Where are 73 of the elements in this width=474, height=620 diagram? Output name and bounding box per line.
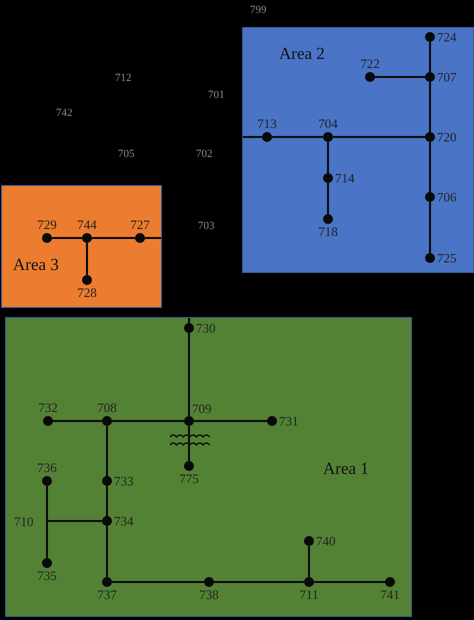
bus-number: 707 bbox=[437, 70, 456, 84]
line bbox=[46, 486, 48, 521]
bus-number: 704 bbox=[318, 117, 338, 130]
area-label: Area 3 bbox=[13, 256, 59, 273]
line bbox=[47, 520, 102, 522]
line bbox=[375, 76, 425, 78]
line bbox=[53, 420, 102, 422]
bus-number: 732 bbox=[38, 401, 58, 414]
line bbox=[145, 237, 161, 239]
bus-number: 741 bbox=[380, 588, 400, 601]
line bbox=[86, 243, 88, 275]
bus-number: 718 bbox=[318, 225, 338, 238]
bus-number: 733 bbox=[114, 474, 134, 488]
bus-number: 735 bbox=[37, 569, 57, 582]
area-label: Area 1 bbox=[323, 460, 369, 477]
line bbox=[333, 136, 425, 138]
bus-number: 737 bbox=[97, 588, 117, 601]
area-panel bbox=[1, 185, 162, 308]
bus-number: 713 bbox=[257, 117, 277, 130]
bus-number: 708 bbox=[97, 401, 117, 414]
bus-number: 706 bbox=[437, 190, 456, 204]
line bbox=[188, 426, 190, 461]
line bbox=[188, 318, 190, 323]
bus-number: 711 bbox=[299, 588, 319, 601]
bus-number: 725 bbox=[437, 252, 456, 264]
bus-number: 731 bbox=[279, 414, 298, 428]
bus-number: 709 bbox=[192, 402, 212, 415]
line bbox=[429, 42, 431, 72]
line bbox=[106, 486, 108, 516]
bus-number: 724 bbox=[437, 30, 456, 44]
line bbox=[46, 521, 48, 558]
bus-number: 710 bbox=[14, 512, 44, 530]
line bbox=[112, 420, 184, 422]
bus-number: 705 bbox=[118, 149, 134, 160]
bus-number: 727 bbox=[130, 218, 150, 231]
line bbox=[188, 333, 190, 416]
line bbox=[429, 82, 431, 132]
bus-number: 720 bbox=[437, 130, 456, 144]
bus-number: 744 bbox=[77, 218, 97, 231]
bus-number: 740 bbox=[316, 534, 336, 548]
line bbox=[92, 237, 135, 239]
bus-number: 703 bbox=[198, 221, 214, 232]
bus-number: 702 bbox=[196, 149, 212, 160]
line bbox=[308, 546, 310, 577]
line bbox=[214, 581, 304, 583]
area-panel bbox=[5, 317, 412, 617]
bus-number: 775 bbox=[179, 472, 199, 485]
bus-number: 728 bbox=[77, 286, 97, 299]
bus-number: 714 bbox=[335, 172, 354, 184]
line bbox=[52, 237, 82, 239]
line bbox=[243, 136, 262, 138]
bus-number: 722 bbox=[360, 57, 380, 70]
bus-number: 742 bbox=[56, 108, 72, 119]
area-panel bbox=[242, 27, 474, 273]
bus-number: 729 bbox=[37, 218, 57, 231]
bus-number: 730 bbox=[196, 322, 216, 334]
line bbox=[429, 202, 431, 253]
bus-number: 738 bbox=[199, 588, 219, 601]
line bbox=[314, 581, 385, 583]
line bbox=[327, 183, 329, 214]
line bbox=[106, 426, 108, 476]
line bbox=[112, 581, 204, 583]
line bbox=[194, 420, 267, 422]
line bbox=[272, 136, 323, 138]
line bbox=[106, 526, 108, 577]
bus-number: 701 bbox=[208, 90, 224, 101]
area-label: Area 2 bbox=[279, 45, 325, 62]
line bbox=[327, 142, 329, 173]
bus-number: 734 bbox=[114, 514, 134, 528]
line bbox=[429, 142, 431, 192]
bus-number: 712 bbox=[115, 73, 132, 84]
bus-number: 736 bbox=[37, 461, 57, 474]
bus-number: 799 bbox=[250, 5, 266, 16]
